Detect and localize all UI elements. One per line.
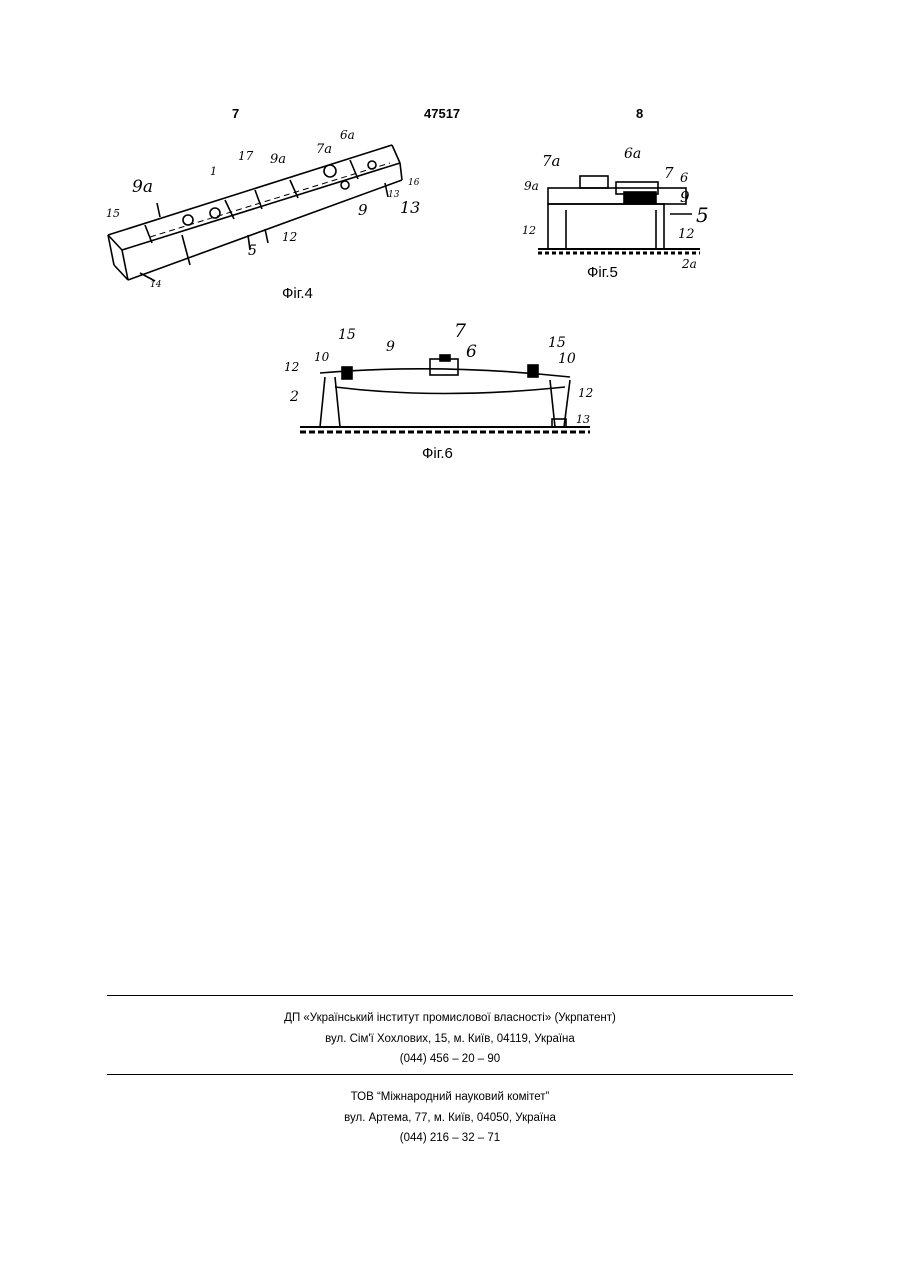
svg-text:12: 12 [522,224,536,237]
svg-text:15: 15 [338,327,356,343]
svg-text:6: 6 [466,342,477,362]
figure-4-drawing: 9a 15 1 17 9a 7a 6a 9 5 12 16 13 14 13 [100,125,440,290]
svg-text:10: 10 [558,351,576,367]
printer-address: вул. Артема, 77, м. Київ, 04050, Україна [0,1112,900,1124]
figure-5-caption: Фіг.5 [587,264,618,281]
svg-text:17: 17 [238,149,254,163]
svg-text:9: 9 [386,339,395,355]
svg-text:12: 12 [678,227,695,242]
svg-text:13: 13 [576,413,590,426]
svg-text:15: 15 [106,207,120,220]
svg-text:9: 9 [680,188,690,206]
svg-text:2a: 2a [681,257,697,270]
publisher-name: ДП «Український інститут промислової вла… [0,1012,900,1024]
svg-text:10: 10 [314,350,330,364]
figure-6-drawing: 15 9 7 15 10 6 10 12 2 12 13 [280,315,610,443]
figure-5-drawing: 7a 6a 7 6 9a 9 5 12 12 2a [520,140,715,270]
page-number-left: 7 [232,106,239,121]
svg-text:9a: 9a [132,177,153,197]
svg-text:2: 2 [289,389,299,405]
svg-text:6: 6 [680,171,688,186]
svg-text:12: 12 [284,360,299,374]
svg-text:15: 15 [548,335,566,351]
svg-text:13: 13 [400,198,420,217]
svg-text:9a: 9a [270,152,286,167]
svg-text:16: 16 [408,178,420,188]
svg-text:12: 12 [578,386,593,400]
svg-text:7: 7 [664,164,674,182]
publisher-address: вул. Сім'ї Хохлових, 15, м. Київ, 04119,… [0,1033,900,1045]
page-number-right: 8 [636,106,643,121]
printer-phone: (044) 216 – 32 – 71 [0,1132,900,1144]
svg-text:5: 5 [248,243,257,259]
figure-6-caption: Фіг.6 [422,445,453,462]
svg-text:6a: 6a [340,128,355,142]
publisher-phone: (044) 456 – 20 – 90 [0,1053,900,1065]
svg-text:12: 12 [282,230,297,244]
svg-text:6a: 6a [624,146,641,162]
printer-name: ТОВ “Міжнародний науковий комітет” [0,1091,900,1103]
svg-text:13: 13 [388,190,400,200]
svg-text:7a: 7a [542,152,561,170]
svg-text:1: 1 [210,165,217,178]
svg-text:9a: 9a [524,179,539,193]
footer-divider-top [107,995,793,996]
svg-text:5: 5 [696,203,709,227]
svg-text:7: 7 [454,320,467,342]
patent-number: 47517 [424,106,460,121]
svg-text:9: 9 [358,201,368,219]
svg-text:7a: 7a [316,142,332,157]
footer-divider-bottom [107,1074,793,1075]
svg-text:14: 14 [150,280,162,290]
figure-4-caption: Фіг.4 [282,285,313,302]
